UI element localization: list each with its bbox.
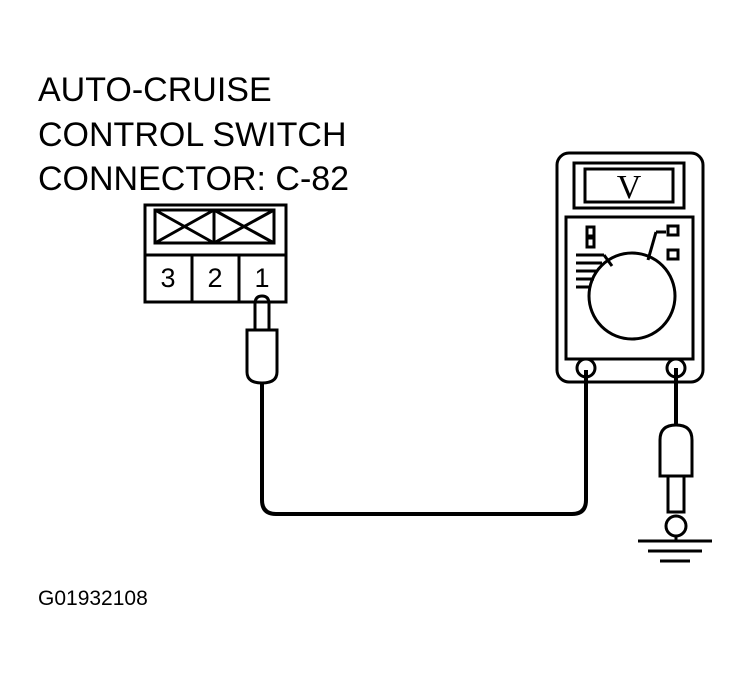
pin-label-1: 1 xyxy=(254,263,269,293)
ground-probe xyxy=(658,368,694,514)
pin-label-2: 2 xyxy=(207,263,222,293)
meter-display-text: V xyxy=(617,169,642,206)
title-line-3: CONNECTOR: C-82 xyxy=(38,160,350,198)
multimeter xyxy=(555,151,705,384)
pin-label-3: 3 xyxy=(160,263,175,293)
connector-c82 xyxy=(143,203,288,304)
title-line-1: AUTO-CRUISE xyxy=(38,71,272,109)
probe-pin-1 xyxy=(245,294,279,385)
test-lead-wire xyxy=(260,370,588,516)
figure-id: G01932108 xyxy=(38,587,148,610)
ground-icon xyxy=(638,514,712,563)
title-line-2: CONTROL SWITCH xyxy=(38,116,347,154)
